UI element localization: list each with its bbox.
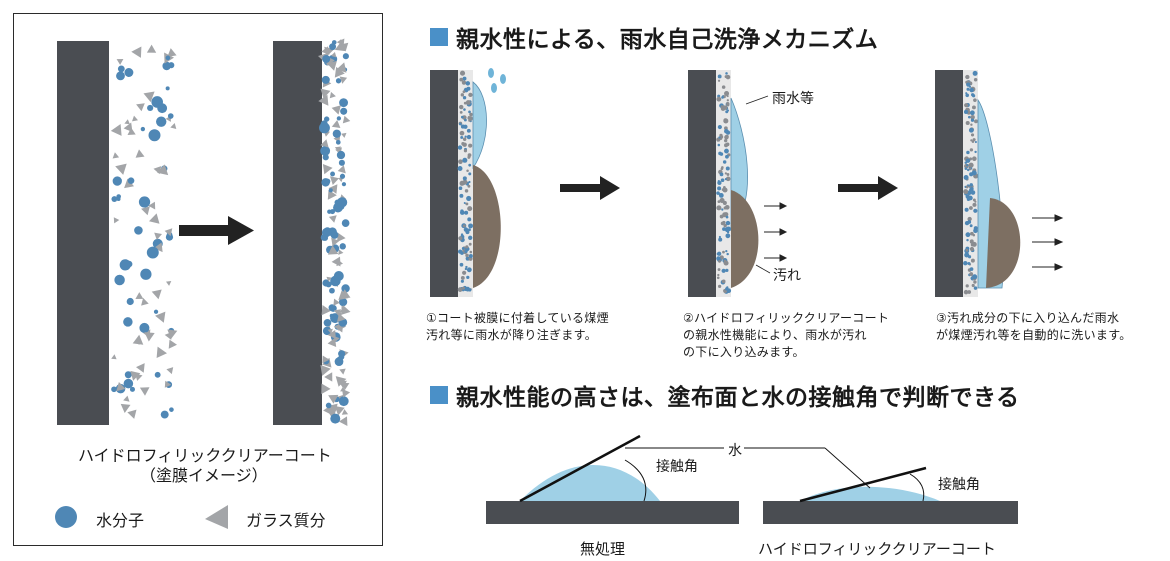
step-arrow-1 (560, 176, 620, 200)
water-molecule-icon (55, 506, 77, 528)
step1-caption: ①コート被膜に付着している煤煙 汚れ等に雨水が降り注ぎます。 (426, 311, 609, 342)
flow-arrows (1032, 214, 1064, 271)
mechanism-diagram (430, 68, 1064, 297)
label-coated: ハイドロフィリッククリアーコート (758, 540, 996, 558)
section2-heading: 親水性能の高さは、塗布面と水の接触角で判断できる (430, 378, 1020, 412)
step1-illustration (430, 68, 506, 297)
coating-illustration (57, 38, 351, 426)
coating-image-panel: ハイドロフィリッククリアーコート （塗膜イメージ） 水分子 ガラス質分 (13, 13, 383, 546)
section1-title: 親水性による、雨水自己洗浄メカニズム (456, 27, 879, 53)
label-dirt: 汚れ (773, 268, 801, 284)
legend-glass-label: ガラス質分 (246, 511, 326, 530)
step2-illustration (688, 70, 788, 297)
label-rain: 雨水等 (772, 91, 814, 107)
packed-particles (318, 38, 351, 426)
untreated-example (486, 434, 739, 524)
step3-caption: ③汚れ成分の下に入り込んだ雨水 が煤煙汚れ等を自動的に洗います。 (936, 311, 1132, 342)
legend-water-label: 水分子 (96, 511, 145, 530)
step-arrow-2 (838, 176, 898, 200)
scattered-particles (110, 44, 178, 419)
wall-left (57, 41, 109, 425)
flow-arrows (764, 202, 788, 262)
label-water: 水 (728, 443, 742, 459)
label-contact-angle-left: 接触角 (656, 459, 698, 475)
glass-triangle-icon (205, 505, 228, 529)
heading-square-icon (430, 386, 448, 404)
contact-angle-diagram (486, 434, 1018, 524)
raindrop-icons (488, 68, 506, 93)
coating-caption-line1: ハイドロフィリッククリアーコート (78, 446, 332, 465)
arrow-right-icon (179, 216, 254, 245)
coated-example (744, 447, 1018, 524)
section2-title: 親水性能の高さは、塗布面と水の接触角で判断できる (456, 385, 1020, 411)
heading-square-icon (430, 28, 448, 46)
step2-caption: ②ハイドロフィリッククリアーコート の親水性機能により、雨水が汚れ の下に入り込… (683, 311, 890, 359)
coating-caption-line2: （塗膜イメージ） (140, 466, 268, 485)
label-untreated: 無処理 (580, 540, 626, 558)
wall-right (273, 41, 322, 425)
label-contact-angle-right: 接触角 (938, 477, 980, 493)
section1-heading: 親水性による、雨水自己洗浄メカニズム (430, 20, 878, 54)
step3-illustration (935, 70, 1064, 297)
